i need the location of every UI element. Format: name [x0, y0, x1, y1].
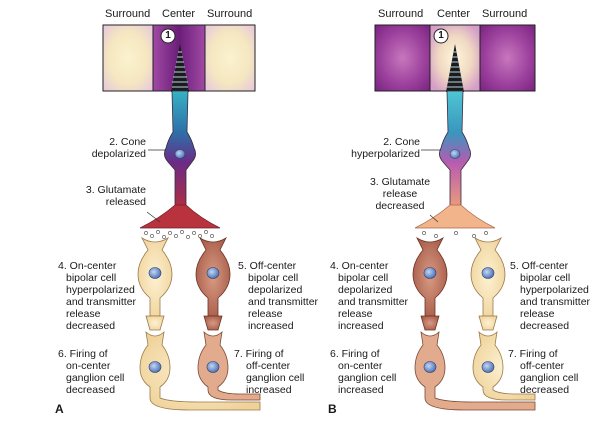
cone-terminal-a	[139, 204, 221, 229]
step-marker-text-a: 1	[165, 30, 171, 41]
off-center-bipolar-a	[195, 236, 231, 331]
off-center-ganglion-a	[197, 330, 261, 401]
surround-left-label-a: Surround	[105, 8, 151, 20]
cone-outer-segment-b	[446, 44, 464, 92]
on-center-ganglion-b	[414, 330, 536, 411]
on-center-ganglion-a	[139, 330, 261, 411]
on-center-bipolar-b	[412, 236, 448, 331]
cone-outer-segment-a	[171, 44, 189, 92]
step-marker-a	[160, 28, 176, 44]
leader-lines	[146, 149, 441, 223]
surround-right-label-a: Surround	[207, 8, 253, 20]
center-label-b: Center	[437, 8, 471, 20]
cone-nucleus-b	[449, 149, 461, 159]
cone-terminal-b	[414, 204, 496, 229]
panel-b	[374, 24, 536, 411]
surround-left-label-b: Surround	[378, 8, 424, 20]
off-center-bipolar-b	[470, 236, 506, 331]
stimulus-box-b	[374, 24, 536, 92]
off-center-ganglion-b	[472, 330, 536, 401]
glutamate-vesicles-b	[422, 231, 488, 238]
step-marker-b	[433, 28, 449, 44]
on-center-bipolar-a	[137, 236, 173, 331]
step-marker-text-b: 1	[438, 30, 444, 41]
glutamate-vesicles-a	[144, 230, 214, 239]
surround-right-label-b: Surround	[482, 8, 528, 20]
cone-nucleus-a	[174, 149, 186, 159]
center-label-a: Center	[162, 8, 196, 20]
panel-letter-a: A	[55, 402, 64, 416]
panel-letter-b: B	[328, 402, 337, 416]
panel-a	[102, 24, 261, 411]
